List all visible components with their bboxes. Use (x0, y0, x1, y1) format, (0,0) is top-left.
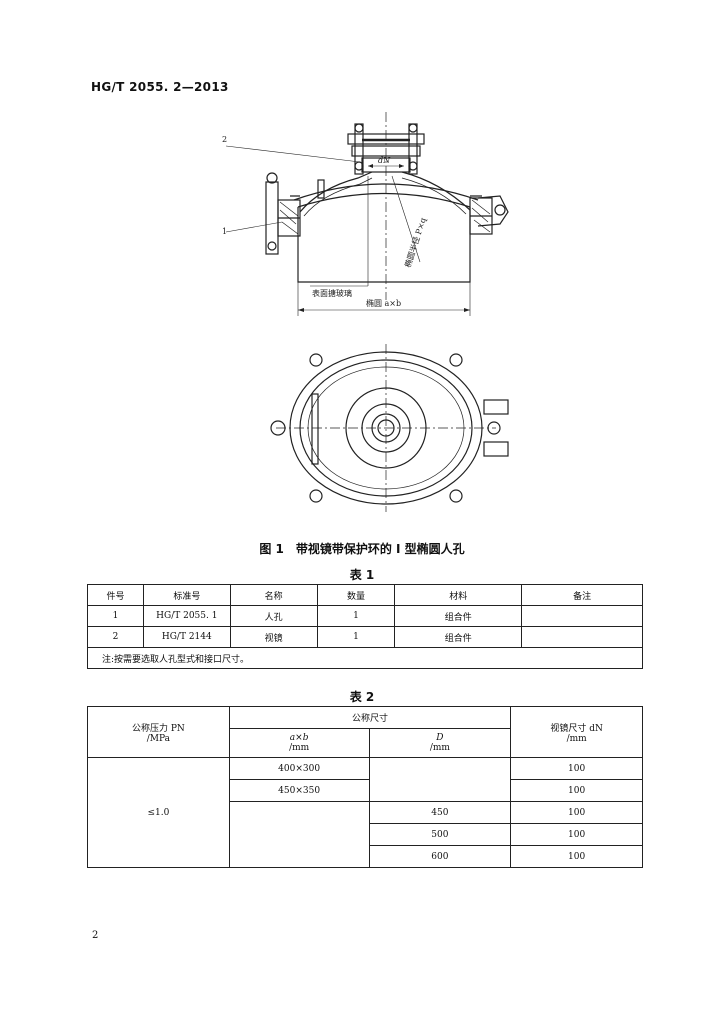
table-cell: 450 (368, 801, 512, 824)
table-row: 1 HG/T 2055. 1 人孔 1 组合件 (87, 605, 643, 627)
table-cell: HG/T 2055. 1 (142, 605, 231, 627)
table2-title: 表 2 (349, 690, 375, 704)
table1-header-row: 件号 标准号 名称 数量 材料 备注 (87, 584, 643, 606)
table-cell: 2 (87, 626, 144, 648)
size-header: 公称尺寸 (228, 706, 512, 729)
table-cell: 人孔 (229, 605, 318, 627)
manhole-drawing: 2 1 dN 表面搪玻璃 椭圆 a×b 椭圆半径 P×q (222, 112, 509, 512)
table1-note: 注:按需要选取人孔型式和接口尺寸。 (87, 647, 643, 669)
table-cell: 视镜 (229, 626, 318, 648)
callout-1: 1 (222, 227, 227, 236)
size-table: 公称压力 PN /MPa 公称尺寸 视镜尺寸 dN /mm a×b /mm D … (87, 706, 643, 868)
table-cell (228, 801, 370, 868)
table-cell: 600 (368, 845, 512, 868)
table-cell: 1 (316, 605, 396, 627)
axb-header: a×b /mm (228, 728, 370, 758)
table1-header: 件号 (87, 584, 144, 606)
figure-caption: 图 1 带视镜带保护环的 Ⅰ 型椭圆人孔 (259, 542, 465, 556)
surface-glass-label: 表面搪玻璃 (312, 288, 352, 298)
table-cell: 100 (510, 779, 643, 802)
table1-note-row: 注:按需要选取人孔型式和接口尺寸。 (87, 647, 643, 669)
side-view (225, 112, 509, 316)
table-cell: 100 (510, 823, 643, 846)
table1-header: 数量 (316, 584, 396, 606)
table-cell: 100 (510, 845, 643, 868)
ellipse-semi-label: 椭圆半径 P×q (402, 216, 428, 268)
table1-header: 材料 (394, 584, 523, 606)
dn-header: 视镜尺寸 dN /mm (510, 706, 643, 758)
table-row: 600 100 (88, 845, 643, 868)
table-cell: 400×300 (228, 757, 370, 780)
table-row: 500 100 (88, 823, 643, 846)
table-cell: 组合件 (394, 605, 523, 627)
dn-label: dN (378, 156, 391, 165)
table-cell: 450×350 (228, 779, 370, 802)
table1-header: 标准号 (142, 584, 231, 606)
table-cell (521, 626, 643, 648)
table2-subheader-row: a×b /mm D /mm (88, 728, 643, 758)
table1-title: 表 1 (349, 568, 375, 582)
table1-header: 名称 (229, 584, 318, 606)
table-row: 2 HG/T 2144 视镜 1 组合件 (87, 626, 643, 648)
table-cell (368, 757, 512, 802)
standard-code: HG/T 2055. 2—2013 (91, 80, 229, 94)
pressure-value: ≤1.0 (87, 757, 230, 868)
table-cell: 500 (368, 823, 512, 846)
table-cell: 组合件 (394, 626, 523, 648)
table-row: ≤1.0 400×300 100 (87, 757, 643, 868)
parts-table: 件号 标准号 名称 数量 材料 备注 1 HG/T 2055. 1 人孔 1 组… (87, 584, 643, 669)
table-cell: 1 (87, 605, 144, 627)
table-cell: 100 (510, 801, 643, 824)
ellipse-axes-label: 椭圆 a×b (366, 298, 401, 308)
d-header: D /mm (368, 728, 512, 758)
table-cell: 100 (510, 757, 643, 780)
table2-header-row: 公称压力 PN /MPa 公称尺寸 视镜尺寸 dN /mm (87, 706, 643, 758)
table-cell: HG/T 2144 (142, 626, 231, 648)
pressure-header: 公称压力 PN /MPa (87, 706, 230, 758)
plan-view (270, 344, 509, 512)
page-number: 2 (92, 930, 99, 941)
callout-2: 2 (222, 135, 227, 144)
table-cell: 1 (316, 626, 396, 648)
table-row: 450 100 (88, 801, 643, 868)
table1-header: 备注 (521, 584, 643, 606)
table-cell (521, 605, 643, 627)
